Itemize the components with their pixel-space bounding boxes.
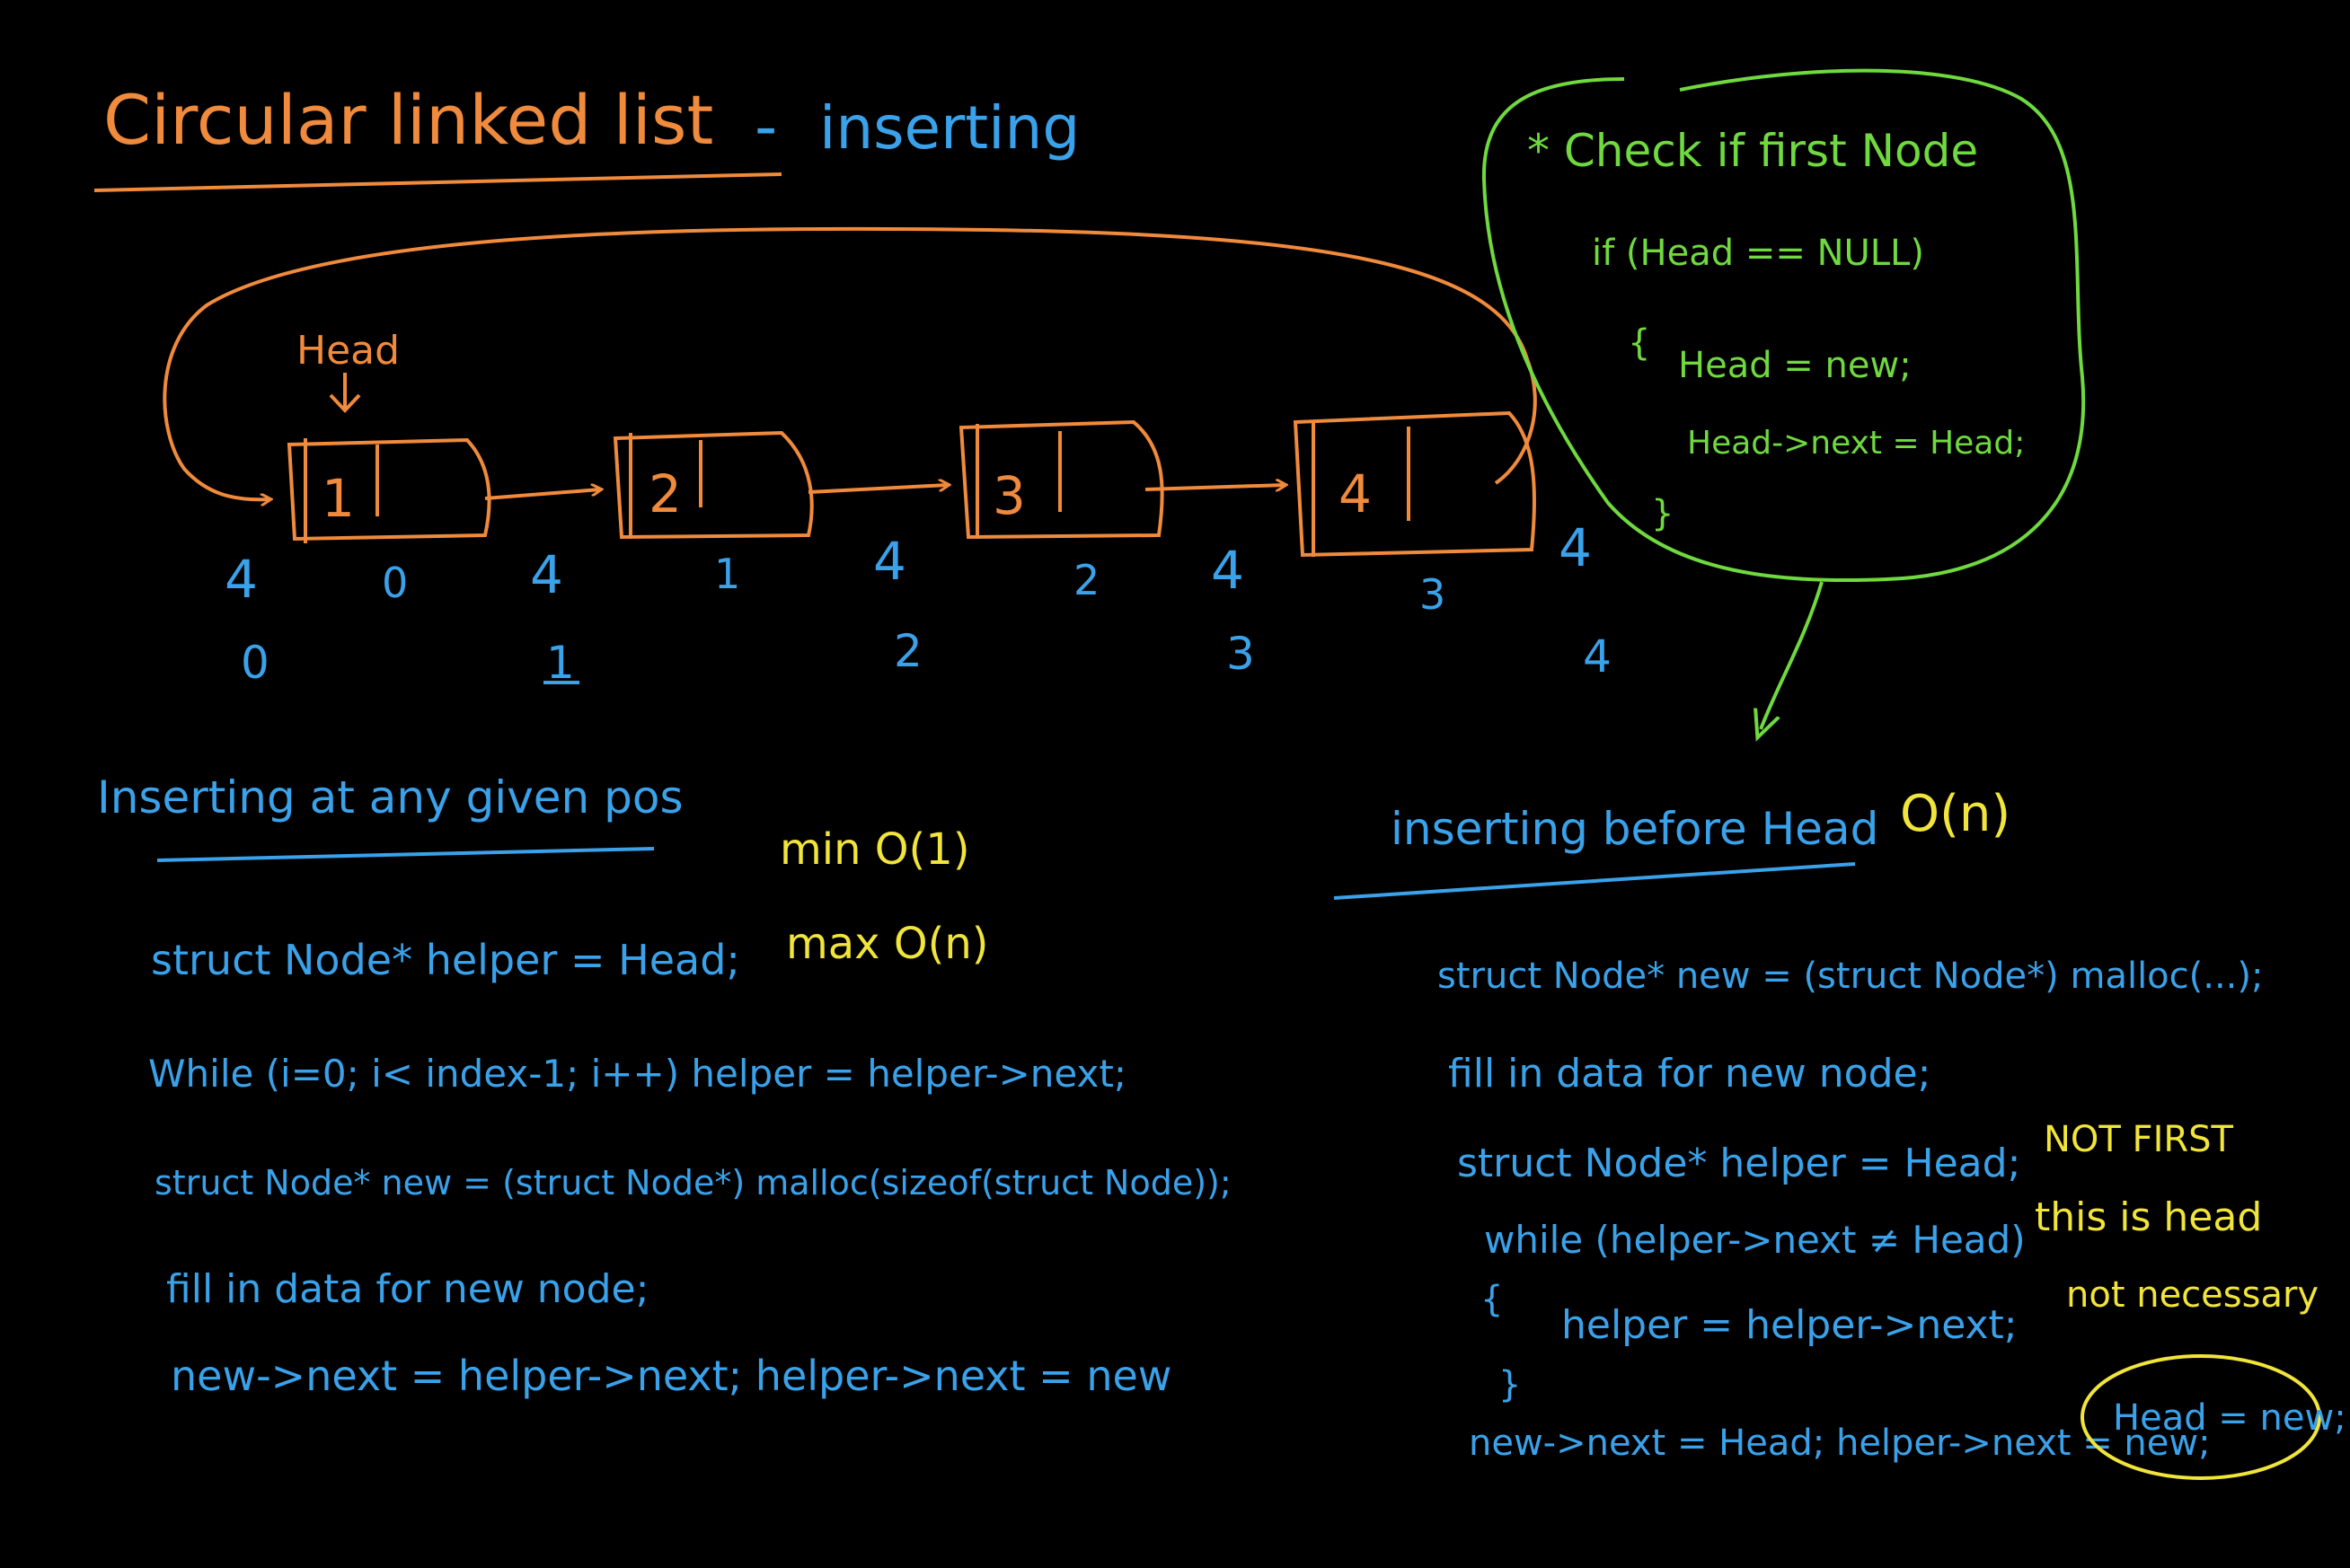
side-note: not necessary xyxy=(2066,1274,2319,1316)
code-line: while (helper->next ≠ Head) xyxy=(1484,1218,2026,1262)
title-dash: - xyxy=(755,90,777,163)
top-number: 4 xyxy=(225,549,258,610)
code-line: struct Node* new = (struct Node*) malloc… xyxy=(155,1163,1232,1202)
heading-underline xyxy=(1333,862,1856,900)
side-note: this is head xyxy=(2035,1194,2262,1240)
insert-before-head-section: inserting before Head O(n) struct Node* … xyxy=(1333,785,2346,1480)
note-line: Head->next = Head; xyxy=(1687,425,2025,462)
note-line: if (Head == NULL) xyxy=(1592,233,1924,274)
node-4: 4 xyxy=(1293,410,1536,558)
index-labels: 4 4 4 4 4 0 1 2 3 0 1 2 3 4 xyxy=(225,517,1612,689)
page-subtitle: inserting xyxy=(819,93,1080,163)
code-line: struct Node* helper = Head; xyxy=(1457,1141,2020,1186)
note-line: { xyxy=(1628,322,1650,364)
node-1: 1 xyxy=(287,437,491,543)
position-number: 0 xyxy=(241,637,269,689)
node-2: 2 xyxy=(613,430,814,540)
code-line: fill in data for new node; xyxy=(166,1266,649,1312)
position-number: 1 xyxy=(546,637,575,689)
node-value: 1 xyxy=(322,468,355,529)
note-line: Head = new; xyxy=(1678,345,1912,386)
linked-list-diagram: Head 1 2 3 4 xyxy=(163,226,1537,558)
top-number: 4 xyxy=(873,531,906,592)
position-number: 4 xyxy=(1583,630,1612,683)
code-line: { xyxy=(1480,1279,1503,1320)
check-first-node-note: * Check if first Node if (Head == NULL) … xyxy=(1481,68,2086,729)
note-title: * Check if first Node xyxy=(1527,125,1978,177)
link-index: 1 xyxy=(714,550,740,598)
node-value: 2 xyxy=(649,463,682,524)
code-line: While (i=0; i< index-1; i++) helper = he… xyxy=(148,1052,1126,1096)
top-number: 4 xyxy=(1211,540,1244,601)
code-line: fill in data for new node; xyxy=(1448,1051,1930,1097)
code-line: struct Node* new = (struct Node*) malloc… xyxy=(1437,956,2263,997)
title-underline xyxy=(93,172,782,192)
code-line: new->next = Head; helper->next = new; xyxy=(1469,1423,2211,1464)
head-pointer-arrow xyxy=(329,373,361,413)
circled-code: Head = new; xyxy=(2113,1397,2346,1439)
code-line: } xyxy=(1498,1364,1521,1405)
link-index: 3 xyxy=(1419,570,1445,619)
top-number: 4 xyxy=(1559,517,1592,578)
link-index: 2 xyxy=(1073,556,1100,604)
node-value: 3 xyxy=(993,465,1026,526)
note-bubble-outline xyxy=(1481,68,2086,583)
code-line: helper = helper->next; xyxy=(1561,1302,2018,1348)
next-arrow xyxy=(484,489,600,500)
page-title: Circular linked list xyxy=(103,80,713,160)
max-complexity: max O(n) xyxy=(786,919,989,969)
note-pointer-arrow xyxy=(1761,581,1824,729)
min-complexity: min O(1) xyxy=(780,824,970,875)
section-heading: Inserting at any given pos xyxy=(97,771,684,824)
insert-at-position-section: Inserting at any given pos min O(1) max … xyxy=(97,771,1232,1400)
next-arrow xyxy=(808,485,948,494)
section-complexity: O(n) xyxy=(1900,785,2010,843)
position-number: 2 xyxy=(894,625,923,677)
next-arrow xyxy=(1144,485,1285,489)
position-number: 3 xyxy=(1226,628,1255,680)
node-3: 3 xyxy=(959,419,1164,540)
node-value: 4 xyxy=(1338,463,1372,524)
code-line: struct Node* helper = Head; xyxy=(151,936,740,984)
link-index: 0 xyxy=(382,559,408,607)
side-note: NOT FIRST xyxy=(2044,1119,2234,1160)
head-label: Head xyxy=(296,328,400,374)
highlight-circle xyxy=(2081,1354,2321,1480)
section-heading: inserting before Head xyxy=(1391,803,1878,855)
note-line: } xyxy=(1651,493,1674,534)
top-number: 4 xyxy=(530,544,563,605)
code-line: new->next = helper->next; helper->next =… xyxy=(171,1352,1171,1400)
heading-underline xyxy=(156,847,655,862)
